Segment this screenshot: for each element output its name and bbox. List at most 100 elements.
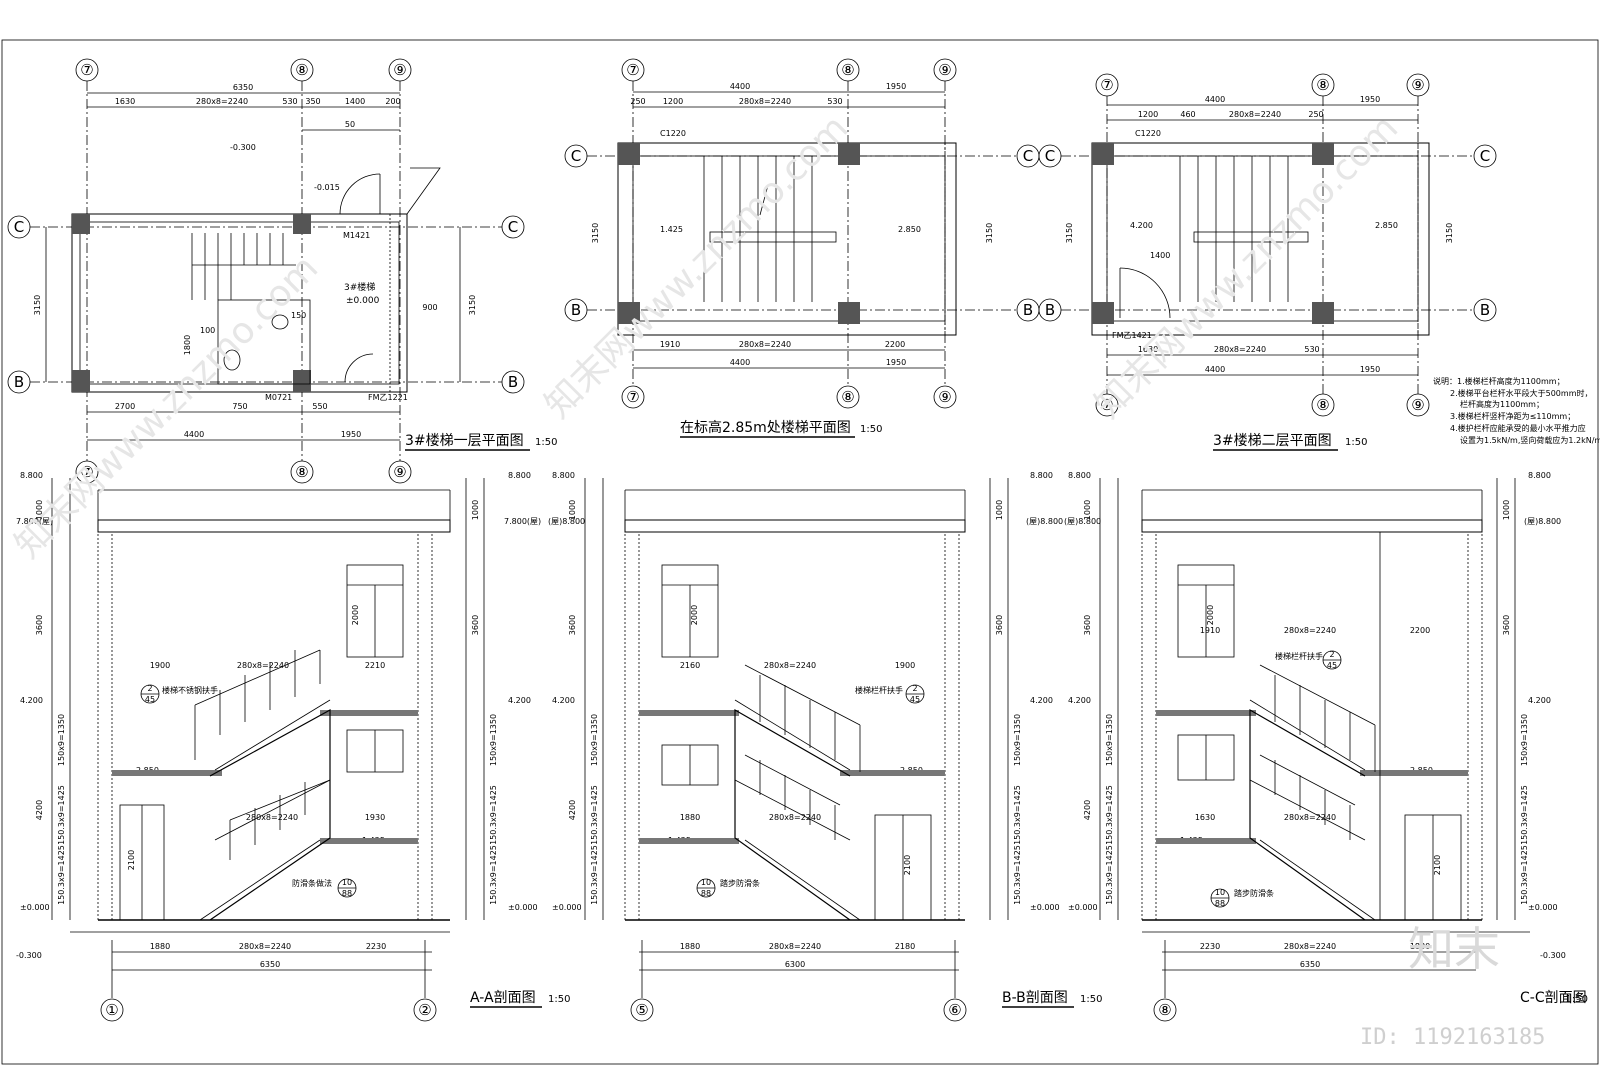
toilet-room (217, 299, 311, 385)
svg-text:3150: 3150 (468, 295, 477, 315)
svg-text:楼梯栏杆扶手: 楼梯栏杆扶手 (1275, 651, 1323, 661)
svg-text:2000: 2000 (690, 605, 699, 625)
svg-text:280x8=2240: 280x8=2240 (739, 340, 791, 349)
svg-text:1880: 1880 (680, 813, 700, 822)
column (72, 214, 90, 234)
svg-text:知末网www.znzmo.com: 知末网www.znzmo.com (1087, 108, 1406, 427)
basin-icon (223, 349, 241, 371)
svg-text:±0.000: ±0.000 (1068, 903, 1098, 912)
svg-text:150: 150 (291, 311, 306, 320)
svg-text:3600: 3600 (1502, 615, 1511, 635)
svg-text:2000: 2000 (1206, 605, 1215, 625)
svg-text:1900: 1900 (895, 661, 915, 670)
svg-text:150x9=1350: 150x9=1350 (590, 714, 599, 766)
svg-text:2.850: 2.850 (1375, 221, 1398, 230)
svg-text:2.楼梯平台栏杆水平段大于500mm时，: 2.楼梯平台栏杆水平段大于500mm时， (1450, 388, 1593, 398)
svg-text:1880: 1880 (150, 942, 170, 951)
svg-text:1000: 1000 (35, 500, 44, 520)
svg-text:1000: 1000 (568, 500, 577, 520)
svg-text:250: 250 (1308, 110, 1323, 119)
watermark-logo: 知末 (1408, 922, 1500, 976)
svg-text:±0.000: ±0.000 (552, 903, 582, 912)
svg-text:280x8=2240: 280x8=2240 (739, 97, 791, 106)
door-swing-icon (344, 353, 374, 383)
svg-text:2100: 2100 (127, 850, 136, 870)
svg-text:10: 10 (1215, 888, 1225, 897)
plan-1-title: 3#楼梯一层平面图 (405, 433, 524, 449)
svg-text:⑦: ⑦ (1100, 396, 1113, 414)
svg-text:⑨: ⑨ (393, 463, 406, 481)
section-aa: 8.800 7.800(屋) 4.200 ±0.000 -0.300 8.800… (16, 471, 570, 1022)
svg-text:150.3x9=1425: 150.3x9=1425 (1105, 845, 1114, 905)
svg-text:3#楼梯: 3#楼梯 (344, 281, 375, 293)
svg-text:2210: 2210 (365, 661, 385, 670)
svg-text:防滑条做法: 防滑条做法 (292, 878, 332, 888)
stair-flight (209, 708, 331, 921)
svg-text:±0.000: ±0.000 (1528, 903, 1558, 912)
svg-text:8.800: 8.800 (20, 471, 43, 480)
svg-text:280x8=2240: 280x8=2240 (1214, 345, 1266, 354)
svg-text:C: C (508, 218, 518, 236)
svg-text:2100: 2100 (903, 855, 912, 875)
svg-text:7.800(屋): 7.800(屋) (504, 517, 541, 526)
svg-text:1000: 1000 (471, 500, 480, 520)
svg-text:280x8=2240: 280x8=2240 (237, 661, 289, 670)
svg-text:B: B (571, 301, 581, 319)
svg-text:2000: 2000 (351, 605, 360, 625)
svg-text:1630: 1630 (115, 97, 135, 106)
svg-text:②: ② (418, 1001, 431, 1019)
svg-text:⑦: ⑦ (1100, 76, 1113, 94)
svg-text:B: B (1023, 301, 1033, 319)
svg-text:(屋)8.800: (屋)8.800 (548, 517, 585, 526)
toilet-icon (271, 314, 289, 330)
svg-text:B: B (508, 373, 518, 391)
column (72, 370, 90, 392)
svg-text:150.3x9=1425: 150.3x9=1425 (1013, 845, 1022, 905)
svg-text:4400: 4400 (730, 82, 750, 91)
svg-text:(屋)8.800: (屋)8.800 (1524, 517, 1561, 526)
svg-text:知末网www.znzmo.com: 知末网www.znzmo.com (7, 248, 326, 567)
svg-text:2230: 2230 (366, 942, 386, 951)
svg-text:FM乙1221: FM乙1221 (368, 393, 408, 402)
svg-text:88: 88 (701, 889, 711, 898)
svg-text:280x8=2240: 280x8=2240 (1284, 942, 1336, 951)
svg-text:150x9=1350: 150x9=1350 (1105, 714, 1114, 766)
svg-text:(屋)8.800: (屋)8.800 (1026, 517, 1063, 526)
svg-text:3600: 3600 (1083, 615, 1092, 635)
svg-text:⑧: ⑧ (841, 388, 854, 406)
svg-text:⑨: ⑨ (1411, 396, 1424, 414)
plan-2-title: 在标高2.85m处楼梯平面图 (680, 419, 851, 436)
axis-bubble-9-bot: ⑨ (388, 460, 412, 484)
svg-text:M1421: M1421 (343, 231, 370, 240)
svg-text:3150: 3150 (591, 223, 600, 243)
svg-text:280x8=2240: 280x8=2240 (1284, 813, 1336, 822)
svg-text:530: 530 (282, 97, 297, 106)
svg-text:2100: 2100 (1433, 855, 1442, 875)
svg-text:460: 460 (1180, 110, 1195, 119)
svg-text:2200: 2200 (1410, 626, 1430, 635)
svg-text:4.200: 4.200 (1068, 696, 1091, 705)
row-bubble-c-right: C (501, 215, 525, 239)
svg-text:2230: 2230 (1200, 942, 1220, 951)
svg-text:C1220: C1220 (660, 129, 686, 138)
svg-text:200: 200 (385, 97, 400, 106)
svg-text:250: 250 (630, 97, 645, 106)
svg-text:4200: 4200 (35, 800, 44, 820)
svg-text:-0.300: -0.300 (16, 951, 42, 960)
svg-text:⑨: ⑨ (938, 61, 951, 79)
svg-text:4400: 4400 (1205, 365, 1225, 374)
svg-text:M0721: M0721 (265, 393, 292, 402)
svg-text:4.200: 4.200 (508, 696, 531, 705)
svg-text:3150: 3150 (985, 223, 994, 243)
svg-text:150x9=1350: 150x9=1350 (57, 714, 66, 766)
svg-text:-0.015: -0.015 (314, 183, 340, 192)
svg-text:45: 45 (1327, 661, 1337, 670)
svg-text:280x8=2240: 280x8=2240 (239, 942, 291, 951)
row-bubble-b-left: B (7, 370, 31, 394)
svg-text:⑧: ⑧ (1316, 76, 1329, 94)
svg-text:150.3x9=1425: 150.3x9=1425 (1013, 785, 1022, 845)
svg-text:150.3x9=1425: 150.3x9=1425 (57, 785, 66, 845)
svg-text:1200: 1200 (1138, 110, 1158, 119)
svg-text:4200: 4200 (568, 800, 577, 820)
